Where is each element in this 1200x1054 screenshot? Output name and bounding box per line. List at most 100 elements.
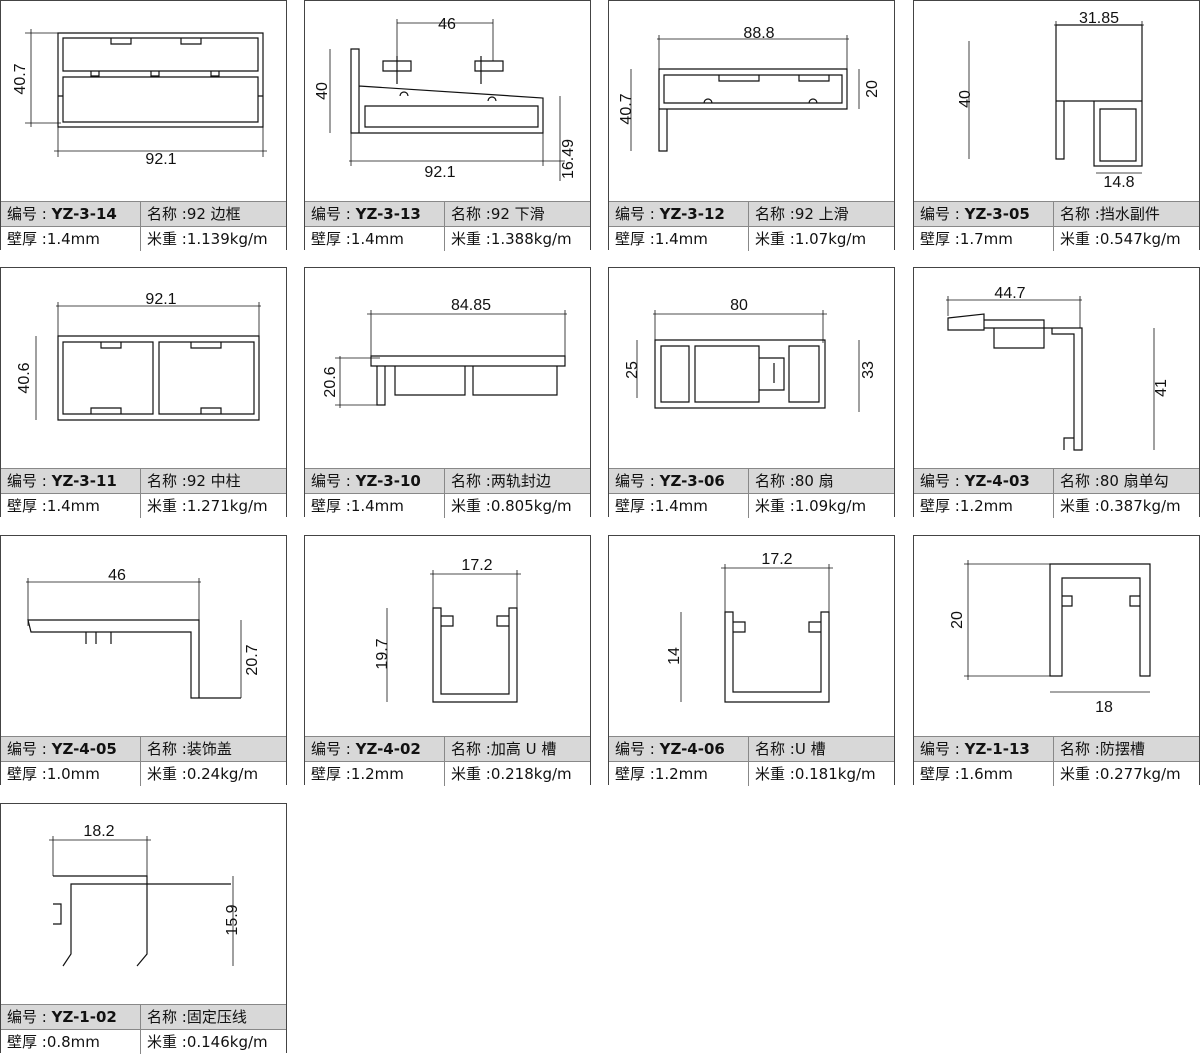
dimension-label: 40.7 <box>618 93 635 124</box>
dimension-label: 84.85 <box>451 297 491 314</box>
profile-code: YZ-3-06 <box>659 472 725 490</box>
profile-code: YZ-3-10 <box>355 472 421 490</box>
wall-thickness: 1.4mm <box>654 497 708 515</box>
spec-table: 编号 : YZ-4-05 名称 :装饰盖 壁厚 :1.0mm 米重 :0.24k… <box>1 736 286 786</box>
dimension-label: 92.1 <box>145 291 176 308</box>
wall-thickness: 1.2mm <box>959 497 1013 515</box>
wall-thickness: 1.0mm <box>46 765 100 783</box>
wall-thickness: 1.2mm <box>350 765 404 783</box>
dimension-label: 20.6 <box>322 366 339 397</box>
spec-table: 编号 : YZ-3-14 名称 :92 边框 壁厚 :1.4mm 米重 :1.1… <box>1 201 286 251</box>
profile-drawing: 88.8 40.7 20 <box>609 1 894 202</box>
wall-thickness: 1.4mm <box>46 230 100 248</box>
profile-name: 防摆槽 <box>1099 740 1145 758</box>
dimension-label: 25 <box>624 361 641 379</box>
meter-weight: 0.181kg/m <box>794 765 876 783</box>
spec-table: 编号 : YZ-1-13 名称 :防摆槽 壁厚 :1.6mm 米重 :0.277… <box>914 736 1199 786</box>
profile-code: YZ-3-05 <box>964 205 1030 223</box>
meter-weight: 0.146kg/m <box>186 1033 268 1051</box>
dimension-label: 17.2 <box>461 557 492 574</box>
meter-weight: 1.07kg/m <box>794 230 867 248</box>
wall-thickness: 1.4mm <box>350 497 404 515</box>
profile-code: YZ-1-13 <box>964 740 1030 758</box>
dimension-label: 40.7 <box>12 63 29 94</box>
dimension-label: 41 <box>1153 379 1170 397</box>
profile-card: 46 20.7 编号 : YZ-4-05 名称 :装饰盖 壁厚 :1.0mm 米… <box>0 535 287 786</box>
dimension-label: 20 <box>864 80 881 98</box>
dimension-label: 14 <box>666 647 683 665</box>
meter-weight: 1.09kg/m <box>794 497 867 515</box>
dimension-label: 20 <box>949 611 966 629</box>
wall-thickness: 1.2mm <box>654 765 708 783</box>
profile-drawing: 20 18 <box>914 536 1199 737</box>
dimension-label: 20.7 <box>244 644 261 675</box>
profile-code: YZ-3-11 <box>51 472 117 490</box>
meter-weight: 1.271kg/m <box>186 497 268 515</box>
spec-table: 编号 : YZ-3-11 名称 :92 中柱 壁厚 :1.4mm 米重 :1.2… <box>1 468 286 518</box>
profile-card: 20 18 编号 : YZ-1-13 名称 :防摆槽 壁厚 :1.6mm 米重 … <box>913 535 1200 786</box>
profile-card: 46 40 92.1 16.49 编号 : YZ-3-13 名称 :92 下滑 … <box>304 0 591 251</box>
profile-drawing: 18.2 15.9 <box>1 804 286 1005</box>
dimension-label: 88.8 <box>743 25 774 42</box>
profile-card: 18.2 15.9 编号 : YZ-1-02 名称 :固定压线 壁厚 :0.8m… <box>0 803 287 1054</box>
spec-table: 编号 : YZ-4-06 名称 :U 槽 壁厚 :1.2mm 米重 :0.181… <box>609 736 894 786</box>
meter-weight: 0.387kg/m <box>1099 497 1181 515</box>
profile-drawing: 40.7 92.1 <box>1 1 286 202</box>
profile-code: YZ-1-02 <box>51 1008 117 1026</box>
meter-weight: 1.139kg/m <box>186 230 268 248</box>
meter-weight: 0.277kg/m <box>1099 765 1181 783</box>
profile-card: 40.7 92.1 编号 : YZ-3-14 名称 :92 边框 壁厚 :1.4… <box>0 0 287 251</box>
dimension-label: 40.6 <box>16 362 33 393</box>
wall-thickness: 1.6mm <box>959 765 1013 783</box>
profile-name: 装饰盖 <box>186 740 232 758</box>
profile-name: 80 扇单勾 <box>1099 472 1169 490</box>
meter-weight: 0.805kg/m <box>490 497 572 515</box>
meter-weight: 1.388kg/m <box>490 230 572 248</box>
dimension-label: 46 <box>108 567 126 584</box>
profile-card: 44.7 41 编号 : YZ-4-03 名称 :80 扇单勾 壁厚 :1.2m… <box>913 267 1200 518</box>
wall-thickness: 1.7mm <box>959 230 1013 248</box>
profile-name: 挡水副件 <box>1099 205 1160 223</box>
wall-thickness: 1.4mm <box>46 497 100 515</box>
spec-table: 编号 : YZ-3-12 名称 :92 上滑 壁厚 :1.4mm 米重 :1.0… <box>609 201 894 251</box>
profile-drawing: 44.7 41 <box>914 268 1199 469</box>
profile-name: 92 上滑 <box>794 205 849 223</box>
spec-table: 编号 : YZ-3-06 名称 :80 扇 壁厚 :1.4mm 米重 :1.09… <box>609 468 894 518</box>
profile-drawing: 17.2 19.7 <box>305 536 590 737</box>
spec-table: 编号 : YZ-1-02 名称 :固定压线 壁厚 :0.8mm 米重 :0.14… <box>1 1004 286 1054</box>
profile-code: YZ-4-02 <box>355 740 421 758</box>
dimension-label: 33 <box>860 361 877 379</box>
profile-code: YZ-4-03 <box>964 472 1030 490</box>
spec-table: 编号 : YZ-3-10 名称 :两轨封边 壁厚 :1.4mm 米重 :0.80… <box>305 468 590 518</box>
profile-card: 84.85 20.6 编号 : YZ-3-10 名称 :两轨封边 壁厚 :1.4… <box>304 267 591 518</box>
profile-drawing: 17.2 14 <box>609 536 894 737</box>
profile-name: 92 下滑 <box>490 205 545 223</box>
spec-table: 编号 : YZ-4-02 名称 :加高 U 槽 壁厚 :1.2mm 米重 :0.… <box>305 736 590 786</box>
profile-code: YZ-3-14 <box>51 205 117 223</box>
profile-drawing: 46 40 92.1 16.49 <box>305 1 590 202</box>
dimension-label: 92.1 <box>145 151 176 168</box>
profile-card: 92.1 40.6 编号 : YZ-3-11 名称 :92 中柱 壁厚 :1.4… <box>0 267 287 518</box>
meter-weight: 0.547kg/m <box>1099 230 1181 248</box>
profile-card: 31.85 40 14.8 编号 : YZ-3-05 名称 :挡水副件 壁厚 :… <box>913 0 1200 251</box>
dimension-label: 16.49 <box>560 139 577 179</box>
spec-table: 编号 : YZ-3-05 名称 :挡水副件 壁厚 :1.7mm 米重 :0.54… <box>914 201 1199 251</box>
dimension-label: 15.9 <box>224 904 241 935</box>
profile-name: 92 边框 <box>186 205 241 223</box>
dimension-label: 92.1 <box>424 164 455 181</box>
profile-code: YZ-3-13 <box>355 205 421 223</box>
dimension-label: 44.7 <box>994 285 1025 302</box>
meter-weight: 0.24kg/m <box>186 765 259 783</box>
dimension-label: 46 <box>438 16 456 33</box>
dimension-label: 31.85 <box>1079 10 1119 27</box>
profile-drawing: 80 25 33 <box>609 268 894 469</box>
dimension-label: 19.7 <box>374 638 391 669</box>
dimension-label: 18 <box>1095 699 1113 716</box>
profile-card: 80 25 33 编号 : YZ-3-06 名称 :80 扇 壁厚 :1.4mm… <box>608 267 895 518</box>
profile-drawing: 92.1 40.6 <box>1 268 286 469</box>
dimension-label: 40 <box>957 90 974 108</box>
profile-code: YZ-4-06 <box>659 740 725 758</box>
dimension-label: 18.2 <box>83 823 114 840</box>
wall-thickness: 0.8mm <box>46 1033 100 1051</box>
profile-name: 固定压线 <box>186 1008 247 1026</box>
